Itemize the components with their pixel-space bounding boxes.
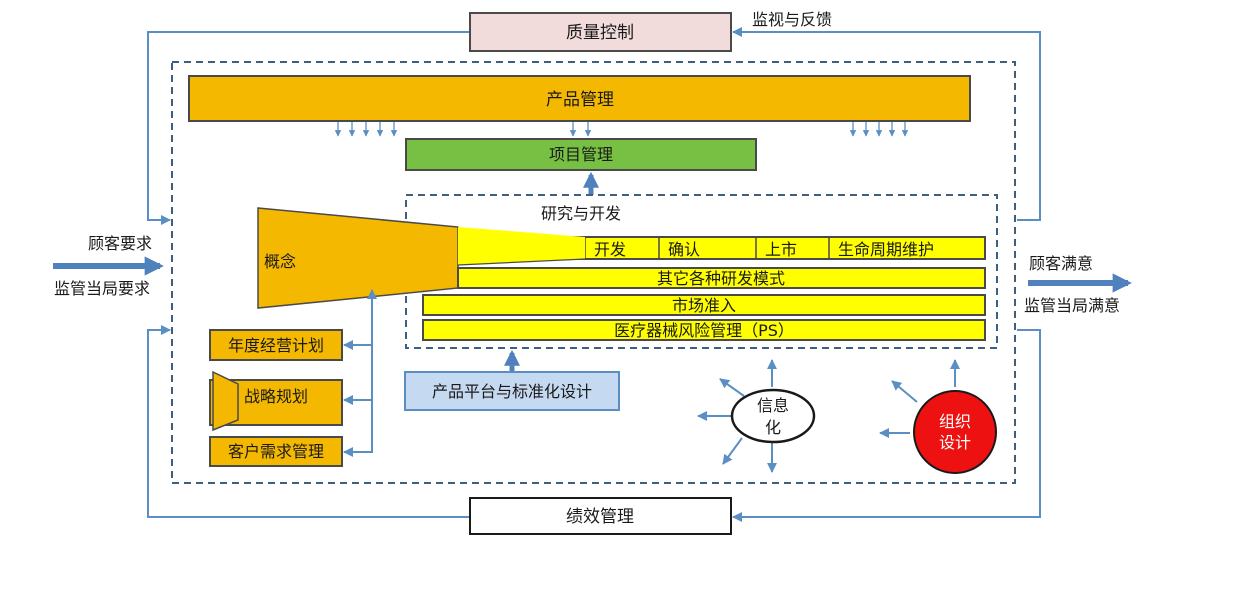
org-design-label-line1: 组织 (939, 412, 971, 431)
other-rd-modes-label: 其它各种研发模式 (657, 269, 785, 288)
customer-requirements-mgmt-label: 客户需求管理 (228, 442, 324, 461)
product-platform-box: 产品平台与标准化设计 (404, 371, 620, 411)
project-management-box: 项目管理 (405, 138, 757, 171)
other-rd-modes-bar: 其它各种研发模式 (457, 267, 986, 289)
org-design-circle: 组织 设计 (913, 390, 997, 474)
strategic-plan-label: 战略规划 (244, 387, 308, 406)
risk-management-bar: 医疗器械风险管理（PS） (422, 319, 986, 341)
phase-launch: 上市 (765, 240, 797, 259)
org-design-label-line2: 设计 (939, 433, 971, 452)
phase-lifecycle-maintenance: 生命周期维护 (838, 240, 934, 259)
feedback-loop-lines (147, 27, 1041, 522)
small-down-arrows (334, 122, 909, 137)
risk-management-label: 医疗器械风险管理（PS） (614, 321, 794, 340)
informatization-arrows (697, 359, 777, 473)
product-management-label: 产品管理 (546, 90, 614, 110)
quality-control-box: 质量控制 (469, 12, 732, 52)
concept-label: 概念 (264, 252, 296, 271)
strategic-plan-box: 战略规划 (209, 370, 343, 432)
customer-requirements-mgmt-box: 客户需求管理 (209, 436, 343, 467)
product-platform-label: 产品平台与标准化设计 (432, 382, 592, 401)
quality-control-label: 质量控制 (566, 23, 634, 43)
market-access-bar: 市场准入 (422, 294, 986, 316)
phase-validation: 确认 (668, 240, 700, 259)
concept-funnel: 概念 (257, 207, 586, 309)
customer-requirements-label: 顾客要求 (88, 234, 152, 253)
informatization-label-line2: 化 (765, 418, 781, 437)
org-design-arrows (879, 359, 960, 438)
outer-dashed-boundary (171, 61, 1016, 484)
customer-satisfaction-label: 顾客满意 (1029, 254, 1093, 273)
phase-development: 开发 (594, 240, 626, 259)
market-access-label: 市场准入 (672, 296, 736, 315)
informatization-ellipse: 信息 化 (730, 388, 816, 444)
monitor-feedback-label: 监视与反馈 (752, 10, 832, 29)
annual-plan-box: 年度经营计划 (209, 329, 343, 361)
annual-plan-label: 年度经营计划 (228, 336, 324, 355)
performance-management-label: 绩效管理 (566, 507, 634, 527)
performance-management-box: 绩效管理 (469, 497, 732, 535)
regulatory-satisfaction-label: 监管当局满意 (1024, 296, 1120, 315)
project-management-label: 项目管理 (549, 145, 613, 164)
regulatory-requirements-label: 监管当局要求 (54, 279, 150, 298)
product-management-box: 产品管理 (188, 75, 971, 122)
informatization-label-line1: 信息 (757, 396, 789, 415)
planning-connectors (343, 289, 377, 457)
rd-label: 研究与开发 (541, 204, 621, 223)
